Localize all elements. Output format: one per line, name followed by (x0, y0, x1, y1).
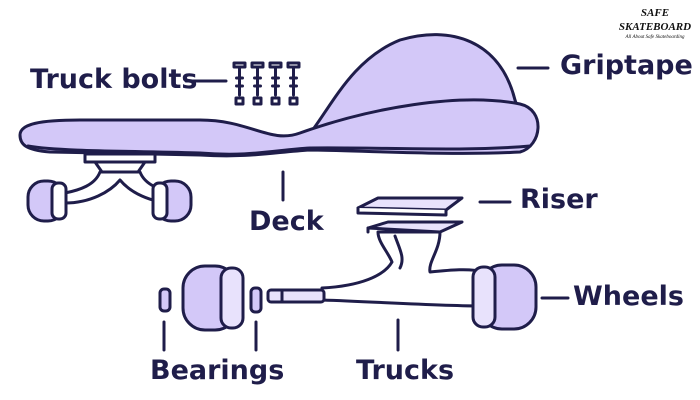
riser-pad (356, 196, 464, 212)
logo-line-safe: SAFE (640, 7, 670, 19)
logo-line-skateboard: SKATEBOARD (618, 21, 692, 33)
label-truck-bolts: Truck bolts (30, 64, 198, 95)
label-bearings: Bearings (150, 355, 285, 386)
bearing-right (249, 286, 263, 314)
mounted-wheel-right-cap (151, 181, 169, 221)
wheel-left-cap (219, 266, 245, 330)
bearing-left (158, 287, 172, 313)
truck-hanger (320, 230, 486, 308)
wheel-right-cap (471, 265, 497, 329)
logo-tagline: All About Safe Skateboarding (625, 35, 685, 40)
label-wheels: Wheels (573, 281, 684, 312)
label-trucks: Trucks (356, 355, 455, 386)
mounted-wheel-left-cap (50, 181, 68, 221)
label-griptape: Griptape (560, 50, 693, 81)
deck-board (18, 98, 540, 158)
truck-bolts-group (232, 61, 301, 106)
label-riser: Riser (520, 184, 598, 215)
deck-edge (26, 144, 532, 156)
label-deck: Deck (249, 206, 324, 237)
truck-axle (266, 288, 326, 304)
